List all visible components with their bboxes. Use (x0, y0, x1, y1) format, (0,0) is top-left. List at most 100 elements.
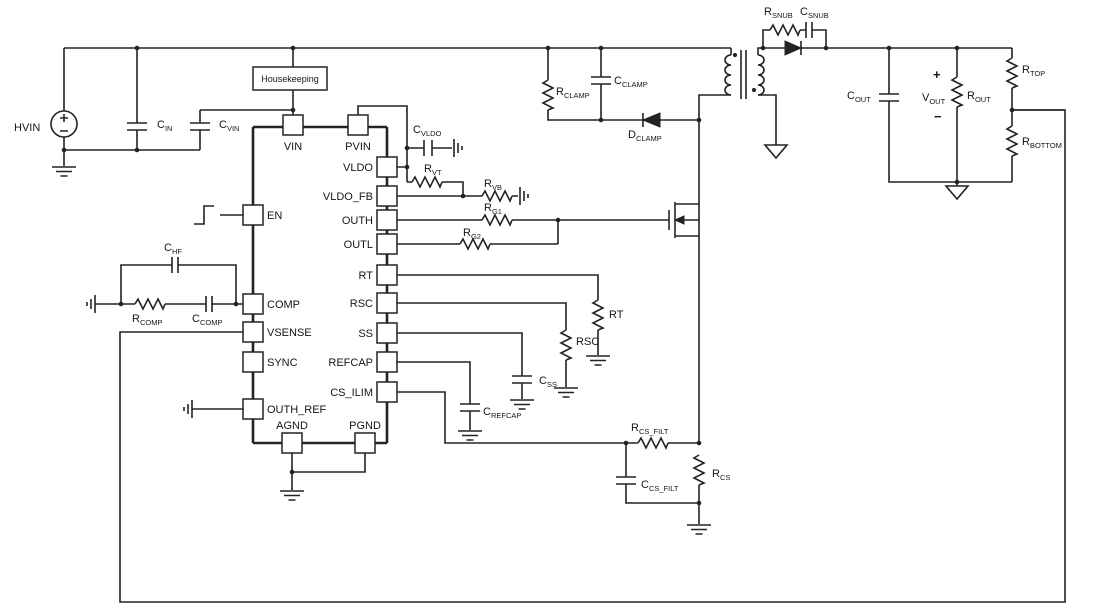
outh-ref-ground-icon (183, 400, 193, 418)
rsc-ext-label: RSC (576, 336, 599, 348)
gnd-pin-wires (291, 453, 366, 490)
vout-minus-sign: − (934, 109, 942, 124)
pin-label-vsense: VSENSE (267, 327, 312, 339)
pin-label-pvin: PVIN (345, 141, 371, 153)
source-polarity-marks (60, 114, 68, 132)
ccs-filt-label: CCS_FILT (641, 479, 679, 493)
rbottom-resistor-icon (1005, 125, 1019, 157)
pin-box-cs-ilim (376, 381, 398, 403)
rvb-ground-icon (519, 187, 529, 205)
housekeeping-box (252, 66, 328, 91)
hvin-wires (63, 48, 200, 166)
rt-ext-label: RT (609, 309, 624, 321)
pin-box-comp (242, 293, 264, 315)
rvb-resistor-icon (481, 189, 513, 203)
dclamp-diode (641, 112, 661, 128)
pin-box-rt (376, 264, 398, 286)
rvt-resistor-icon (411, 175, 443, 189)
component-labels: HVIN CIN CVIN CVLDO RVT RVB RG1 RG2 RCLA… (14, 6, 1062, 493)
output-diode-icon (784, 40, 803, 56)
primary-phase-dot (732, 52, 738, 58)
cvin-capacitor-icon (190, 122, 210, 131)
pin-label-outh-ref: OUTH_REF (267, 404, 327, 416)
css-ground-icon (510, 399, 534, 410)
ccs-filt-capacitor-icon (616, 476, 636, 485)
pin-label-vldo-fb: VLDO_FB (323, 191, 373, 203)
primary-winding-icon (724, 54, 732, 96)
refcap-wire (397, 361, 471, 430)
pin-box-ss (376, 322, 398, 344)
pin-label-refcap: REFCAP (328, 357, 373, 369)
rclamp-label: RCLAMP (556, 86, 590, 100)
snubber-wires (762, 29, 827, 48)
pin-box-en (242, 204, 264, 226)
rout-resistor-icon (950, 76, 964, 108)
pin-box-agnd (281, 432, 303, 454)
crefcap-ground-icon (458, 430, 482, 441)
resistors (134, 23, 1019, 486)
rcomp-label: RCOMP (132, 313, 162, 327)
ss-wire (397, 332, 523, 399)
cout-label: COUT (847, 90, 871, 104)
pin-label-agnd: AGND (276, 420, 308, 432)
pin-label-pgnd: PGND (349, 420, 381, 432)
pin-box-vldo-fb (376, 185, 398, 207)
rtop-label: RTOP (1022, 64, 1045, 78)
pin-box-rsc (376, 292, 398, 314)
housekeeping-block: Housekeeping (252, 66, 328, 91)
rt-wire (397, 274, 599, 355)
cout-capacitor-icon (879, 93, 899, 102)
enable-step-icon (194, 205, 214, 225)
rsnub-resistor-icon (769, 23, 801, 37)
cvin-label: CVIN (219, 119, 239, 133)
rvt-label: RVT (424, 163, 442, 177)
rsc-ext-resistor-icon (559, 329, 573, 361)
pin-box-vldo (376, 156, 398, 178)
crefcap-label: CREFCAP (483, 406, 521, 420)
pin-box-sync (242, 351, 264, 373)
rout-label: ROUT (967, 90, 991, 104)
hvin-label: HVIN (14, 122, 40, 134)
cclamp-capacitor-icon (591, 76, 611, 85)
ic-pin-boxes (242, 114, 398, 454)
rclamp-resistor-icon (541, 79, 555, 111)
rbottom-label: RBOTTOM (1022, 136, 1062, 150)
rcs-ground-icon (687, 524, 711, 535)
pin-box-outl (376, 233, 398, 255)
csnub-label: CSNUB (800, 6, 829, 20)
pin-label-comp: COMP (267, 299, 300, 311)
rsc-wire (397, 302, 567, 387)
rt-ground-icon (586, 355, 610, 366)
mosfet (668, 202, 700, 238)
css-capacitor-icon (512, 375, 532, 384)
secondary-phase-dot (751, 87, 757, 93)
output-ground-triangle-icon (944, 185, 970, 201)
pin-box-pvin (347, 114, 369, 136)
hvin-ground-icon (52, 166, 76, 177)
pin-label-outl: OUTL (344, 239, 373, 251)
ccomp-label: CCOMP (192, 313, 222, 327)
rsnub-label: RSNUB (764, 6, 793, 20)
pin-label-vin: VIN (284, 141, 302, 153)
secondary-winding-icon (757, 54, 765, 96)
cvldo-label: CVLDO (413, 124, 442, 138)
capacitors (127, 22, 899, 485)
clamp-wires (547, 48, 699, 121)
pin-box-outh (376, 209, 398, 231)
pin-label-rsc: RSC (350, 298, 373, 310)
pin-labels: VIN PVIN VLDO VLDO_FB OUTH OUTL RT RSC S… (267, 141, 381, 432)
pin-box-vin (282, 114, 304, 136)
cin-capacitor-icon (127, 122, 147, 131)
ground-symbols (52, 139, 970, 535)
ic-outline (251, 125, 389, 445)
transformer-core-icon (740, 50, 747, 99)
rcomp-resistor-icon (134, 297, 166, 311)
csnub-capacitor-icon (805, 22, 813, 38)
ic-body-edge (251, 125, 389, 445)
power-stage-wiring (547, 29, 1065, 524)
input-rail-wires (63, 47, 731, 166)
current-sense-wires (625, 236, 700, 524)
dclamp-label: DCLAMP (628, 129, 662, 143)
